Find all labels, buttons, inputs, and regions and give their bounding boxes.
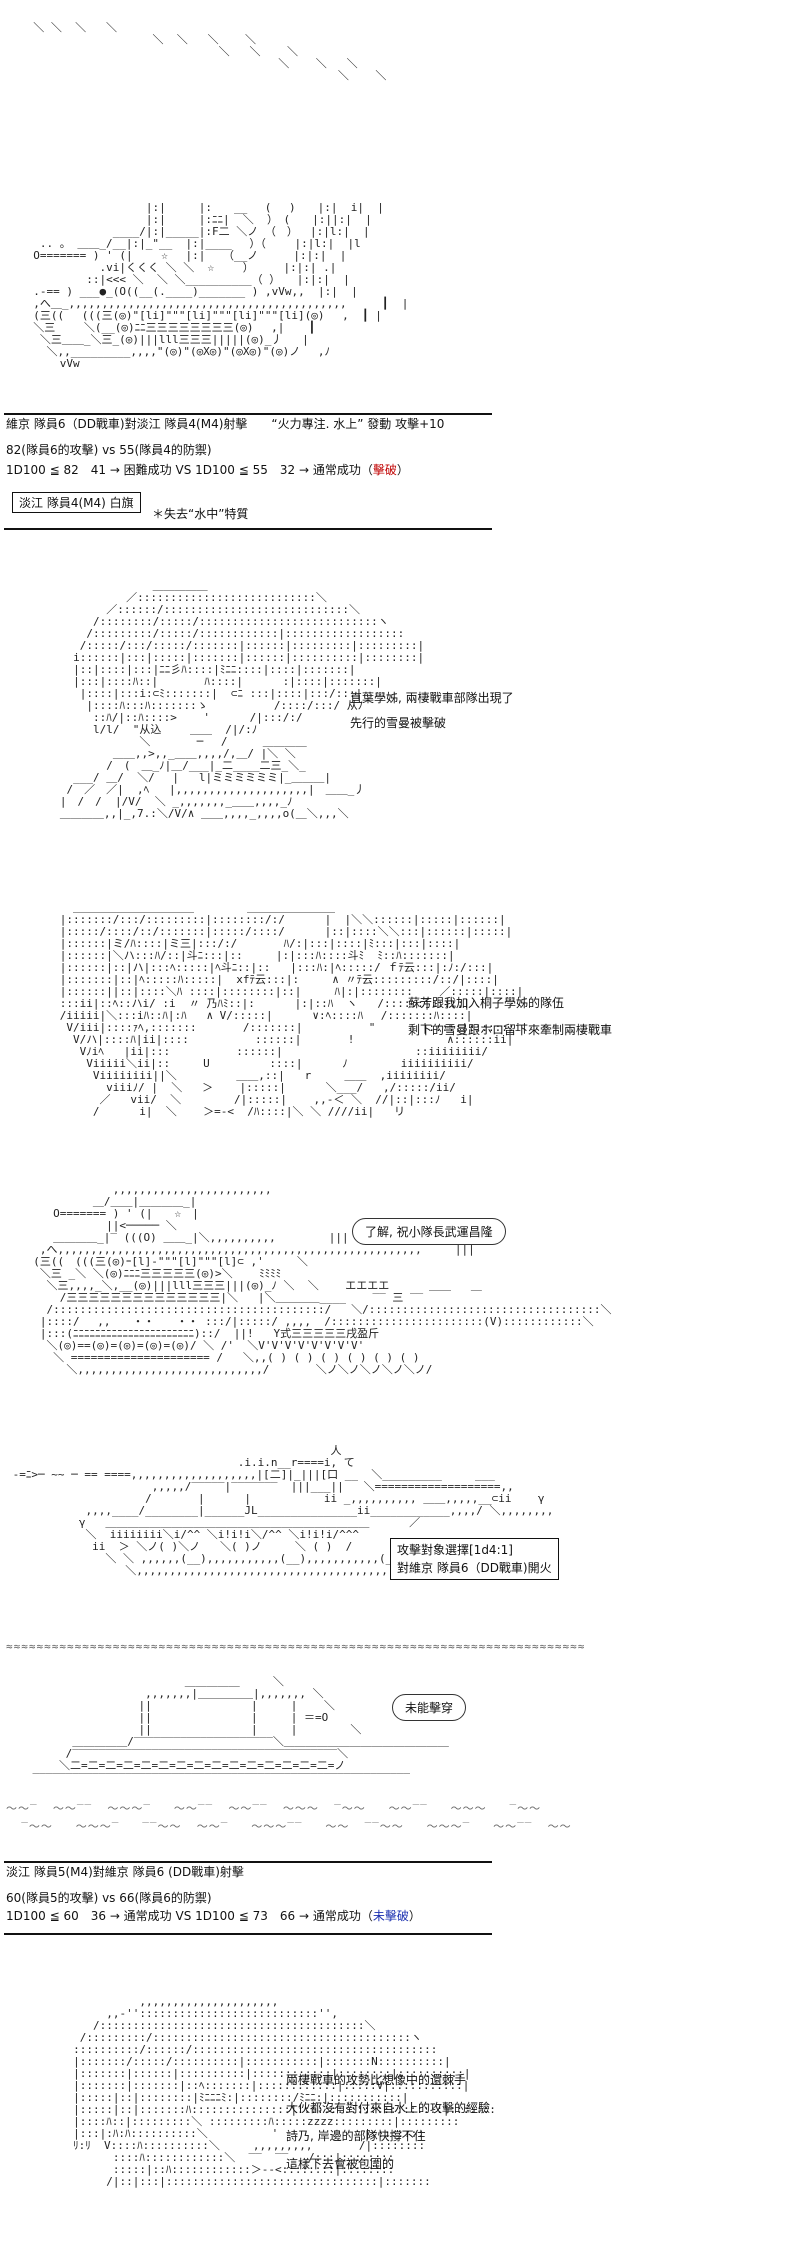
target-selection-box: 攻擊對象選擇[1d4:1] 對維京 隊員6（DD戰車)開火 [390,1538,559,1580]
tank-in-water-ascii-art: ＿＿＿＿＿ ＼ ,,,,,,,|＿＿＿＿＿|,,,,,,, ＼ || | | ＼… [32,1675,449,1784]
divider [4,413,492,415]
narration-line: 先行的雪曼被擊破 [350,716,447,730]
dice-roll: 1D100 ≦ 82 41 → 困難成功 VS 1D100 ≦ 55 32 → … [6,462,409,478]
character-ascii-art: ,,,,,,,,,,,,,,,,,,,,, ,,-'':::::::::::::… [73,1995,496,2188]
water-wave: ≈≈≈≈≈≈≈≈≈≈≈≈≈≈≈≈≈≈≈≈≈≈≈≈≈≈≈≈≈≈≈≈≈≈≈≈≈≈≈≈… [6,1640,586,1653]
target-fire-line: 對維京 隊員6（DD戰車)開火 [397,1561,552,1575]
dice-roll: 1D100 ≦ 60 36 → 通常成功 VS 1D100 ≦ 73 66 → … [6,1908,421,1924]
two-characters-ascii-art: ＿＿＿＿＿＿＿＿＿＿＿ ＿＿＿＿＿＿＿＿ |:::::::/:::/::::::… [59,901,528,1118]
narration-line: 剩下的雪曼跟ホロ留下來牽制兩棲戰車 [408,1023,613,1037]
narration-line: 這樣下去會被包圍的 [286,2157,395,2171]
narration-line: 詩乃, 岸邊的部隊快撐不住 [286,2129,426,2143]
result-not-destroyed: 未擊破 [372,1909,409,1923]
attack-header: 淡江 隊員5(M4)對維京 隊員6 (DD戰車)射擊 [6,1865,244,1879]
dice-roll-suffix: ） [408,1909,421,1923]
tank-ascii-art: ＼ ＼ ＼ ＼ ＼ ＼ ＼ ＼ ＼ ＼ ＼ ＼ ＼ ＼ ＼ ＼ [33,21,387,82]
narration-line: 兩棲戰車的攻勢比想像中的還棘手 [286,2073,467,2087]
water-wave: 〜〜‾ 〜〜‾‾ 〜〜〜‾ 〜〜‾‾ 〜〜‾‾ 〜〜〜 ‾〜〜 〜〜‾‾ 〜〜〜… [6,1802,542,1815]
target-roll-line: 攻擊對象選擇[1d4:1] [397,1543,513,1557]
divider [4,528,492,530]
attack-stats: 82(隊員6的攻擊) vs 55(隊員4的防禦) [6,443,212,457]
water-wave: ‾〜〜 〜〜〜‾ ‾‾〜〜 〜〜‾ 〜〜〜‾‾ 〜〜 ‾‾〜〜 〜〜〜‾ 〜〜‾… [6,1820,572,1833]
divider [4,1861,492,1863]
divider [4,1933,492,1935]
attack-header: 維京 隊員6（DD戰車)對淡江 隊員4(M4)射擊 “火力專注. 水上” 發動 … [6,417,445,431]
dice-roll-prefix: 1D100 ≦ 82 41 → 困難成功 VS 1D100 ≦ 55 32 → … [6,463,373,477]
narration-line: 直葉學姊, 兩棲戰車部隊出現了 [350,691,514,705]
speech-bubble: 了解, 祝小隊長武運昌隆 [352,1218,506,1245]
white-flag-box: 淡江 隊員4(M4) 白旗 [12,492,141,513]
narration-line: 大伙都沒有對付來自水上的攻擊的經驗 [286,2101,491,2115]
trait-lost-text: ＊失去“水中”特質 [152,507,249,521]
tank-and-commander-ascii-art: ,,,,,,,,,,,,,,,,,,,,,,,, ＿/＿＿|＿＿＿＿_| O==… [33,1183,612,1376]
tank-ascii-art-body: |:| |: __ ( ) |:| i| | |:| |:ﾆﾆ| ＼ ） ( |… [33,201,409,370]
attack-stats: 60(隊員5的攻擊) vs 66(隊員6的防禦) [6,1891,212,1905]
result-destroyed: 擊破 [372,463,397,477]
character-ascii-art: ＿＿＿＿＿ ／:::::::::::::::::::::::::::＼ ／:::… [59,579,425,820]
dice-roll-prefix: 1D100 ≦ 60 36 → 通常成功 VS 1D100 ≦ 73 66 → … [6,1909,373,1923]
dice-roll-suffix: ） [396,463,409,477]
speech-bubble: 未能擊穿 [392,1694,467,1721]
narration-line: 蘇芳跟我加入桐子學姊的隊伍 [408,996,565,1010]
tank-side-ascii-art: 人 .i.i.n__r====i, て -=ﾆ>─ ~~ ─ == ====,,… [12,1444,554,1577]
